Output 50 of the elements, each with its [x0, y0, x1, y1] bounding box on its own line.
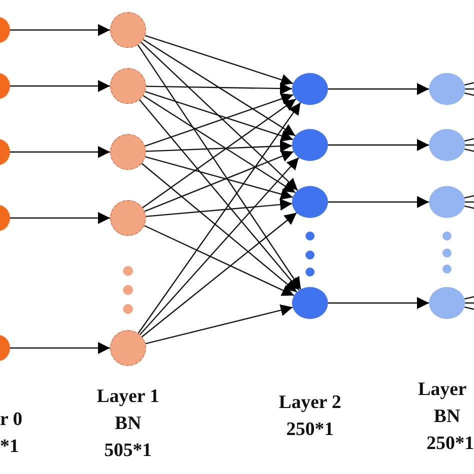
- arrow: [146, 140, 292, 152]
- layer-label: BN: [114, 414, 142, 433]
- arrow: [137, 44, 302, 290]
- arrow: [328, 196, 429, 208]
- arrow: [144, 225, 294, 296]
- neuron-circle: [110, 330, 146, 366]
- arrow: [142, 212, 298, 338]
- layer-label: BN: [434, 407, 460, 426]
- layer-label: 250*1: [426, 434, 474, 453]
- arrow: [144, 150, 294, 212]
- arrow: [145, 304, 293, 344]
- layer-label: 505*1: [104, 441, 152, 460]
- arrow: [10, 342, 110, 354]
- arrow: [142, 39, 296, 136]
- arrow: [146, 82, 292, 94]
- arrow: [10, 80, 110, 92]
- arrow: [139, 99, 300, 291]
- layer-label: r 0: [0, 410, 22, 429]
- arrow: [140, 157, 300, 335]
- arrow: [10, 24, 110, 36]
- layer-label: 250*1: [286, 420, 334, 439]
- neuron-circle: [292, 287, 328, 319]
- neuron-circle: [110, 200, 146, 236]
- layer-label: *1: [0, 437, 19, 456]
- arrow: [146, 198, 292, 218]
- layer-label: Layer 1: [96, 387, 160, 406]
- neuron-circle: [292, 129, 328, 161]
- arrow: [141, 163, 298, 293]
- neuron-circle: [292, 73, 328, 105]
- arrow: [142, 98, 296, 208]
- neuron-circle: [429, 287, 465, 319]
- neuron-circle: [110, 68, 146, 104]
- arrow: [145, 156, 293, 200]
- layer-label: Layer: [418, 380, 467, 399]
- layer-label: Layer 2: [278, 393, 342, 412]
- arrow: [140, 42, 298, 191]
- arrow: [328, 139, 429, 151]
- neuron-circle: [110, 134, 146, 170]
- arrow: [138, 102, 301, 334]
- arrow: [328, 297, 429, 309]
- neuron-circle: [429, 129, 465, 161]
- arrow: [142, 95, 296, 194]
- neuron-circle: [429, 186, 465, 218]
- neuron-circle: [292, 186, 328, 218]
- arrow: [328, 83, 429, 95]
- neuron-circle: [110, 12, 146, 48]
- arrow: [10, 212, 110, 224]
- neuron-circle: [429, 73, 465, 105]
- arrow: [144, 34, 294, 86]
- arrow: [10, 146, 110, 158]
